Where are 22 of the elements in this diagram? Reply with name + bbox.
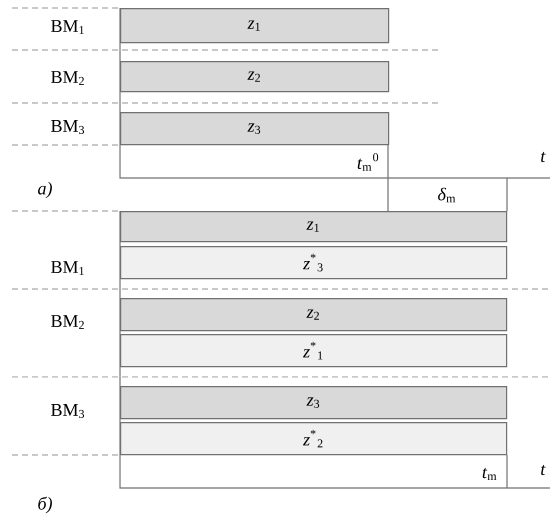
task-bar: z$_{3}$ [120, 386, 508, 420]
panel-label: б) [38, 496, 52, 514]
task-bar: z$_{1}$ [120, 8, 390, 44]
time-label: t$_{m}$ [482, 468, 496, 480]
row-label: BM$_{2}$ [51, 315, 84, 329]
axis-label: t [541, 152, 546, 162]
task-bar: z$_{1}$ [120, 211, 508, 242]
task-bar: z$_{2}$ [120, 61, 390, 92]
row-label: BM$_{1}$ [51, 261, 84, 275]
task-bar: z$^{*}$3 [120, 246, 508, 280]
row-label: BM$_{2}$ [51, 71, 84, 85]
task-bar: z$_{3}$ [120, 112, 390, 146]
row-label: BM$_{3}$ [51, 404, 84, 418]
row-label: BM$_{3}$ [51, 120, 84, 134]
row-label: BM$_{1}$ [51, 20, 84, 34]
task-bar: z$_{2}$ [120, 298, 508, 332]
task-bar: z$^{*}$1 [120, 334, 508, 368]
task-bar: z$^{*}$2 [120, 422, 508, 456]
panel-label: a) [38, 182, 52, 198]
time-label: t$_{m}$0 [358, 153, 378, 171]
interval-label: δ$_{m}$ [438, 188, 456, 202]
axis-label: t [541, 464, 546, 476]
